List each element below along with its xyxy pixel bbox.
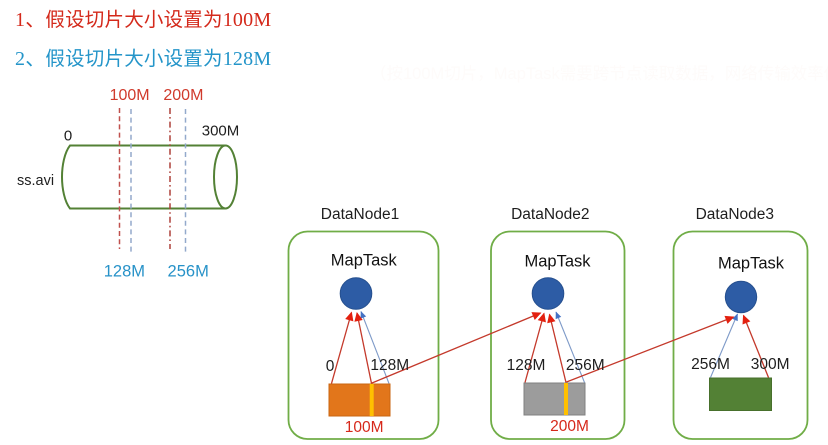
faint-note: （按100M切片，MapTask需要跨节点读取数据，网络传输效率低） <box>370 60 828 84</box>
arrow-red-datanode3-right <box>742 314 770 378</box>
arrow-blue-datanode3 <box>709 313 739 378</box>
arrow-red-datanode1-to-datanode2 <box>371 312 542 384</box>
heading-2-value: 128M <box>222 48 272 70</box>
datanode1-title: DataNode1 <box>320 205 400 223</box>
block-datanode1 <box>328 383 391 417</box>
file-start-label: 0 <box>63 127 73 145</box>
cylinder-body <box>60 144 226 210</box>
cylinder-end-face <box>213 144 238 210</box>
arrow-red-datanode2-right <box>547 313 567 383</box>
maptask-circle-datanode3 <box>724 280 758 314</box>
datanode3-title: DataNode3 <box>695 205 775 223</box>
datanode1-block-end-label: 128M <box>370 357 410 374</box>
datanode2-maptask-label: MapTask <box>524 252 591 271</box>
heading-2-text: 假设切片大小设置为 <box>45 48 223 70</box>
block-datanode3 <box>709 377 772 411</box>
datanode1-block-start-label: 0 <box>325 357 335 375</box>
heading-2: 2、假设切片大小设置为128M <box>15 42 271 71</box>
datanode2-title: DataNode2 <box>511 206 590 223</box>
arrow-blue-datanode2 <box>555 311 586 383</box>
block-datanode2 <box>523 382 586 416</box>
datanode2-block-end-label: 256M <box>565 357 605 374</box>
datanode3-maptask-label: MapTask <box>717 254 785 273</box>
file-end-label: 300M <box>201 122 240 140</box>
datanode2-slice-label: 200M <box>550 418 589 436</box>
datanode1-maptask-label: MapTask <box>330 251 397 270</box>
split-label-100m: 100M <box>109 87 150 104</box>
maptask-circle-datanode2 <box>531 277 565 310</box>
heading-1-number: 1、 <box>15 9 46 31</box>
arrow-red-datanode2-to-datanode3 <box>566 315 735 383</box>
arrow-red-datanode2-left <box>524 312 546 383</box>
arrow-blue-datanode1 <box>360 311 390 384</box>
split-label-256m: 256M <box>167 262 209 280</box>
heading-1-value: 100M <box>222 9 272 31</box>
datanode3-box <box>672 230 809 440</box>
datanode1-box <box>287 230 440 440</box>
split-label-200m: 200M <box>163 87 204 104</box>
datanode2-block-start-label: 128M <box>506 357 546 374</box>
arrow-red-datanode1-left <box>330 311 354 384</box>
datanode3-block-end-label: 300M <box>750 355 790 373</box>
split-label-128m: 128M <box>103 262 146 280</box>
file-name-label: ss.avi <box>17 173 55 189</box>
file-cylinder <box>60 144 238 210</box>
heading-1-text: 假设切片大小设置为 <box>45 9 223 31</box>
datanode3-block-start-label: 256M <box>691 355 730 373</box>
maptask-circle-datanode1 <box>339 277 373 310</box>
heading-1: 1、假设切片大小设置为100M <box>15 3 271 32</box>
arrow-red-datanode1-right <box>354 312 373 384</box>
heading-2-number: 2、 <box>15 48 46 70</box>
datanode1-slice-label: 100M <box>344 419 384 437</box>
